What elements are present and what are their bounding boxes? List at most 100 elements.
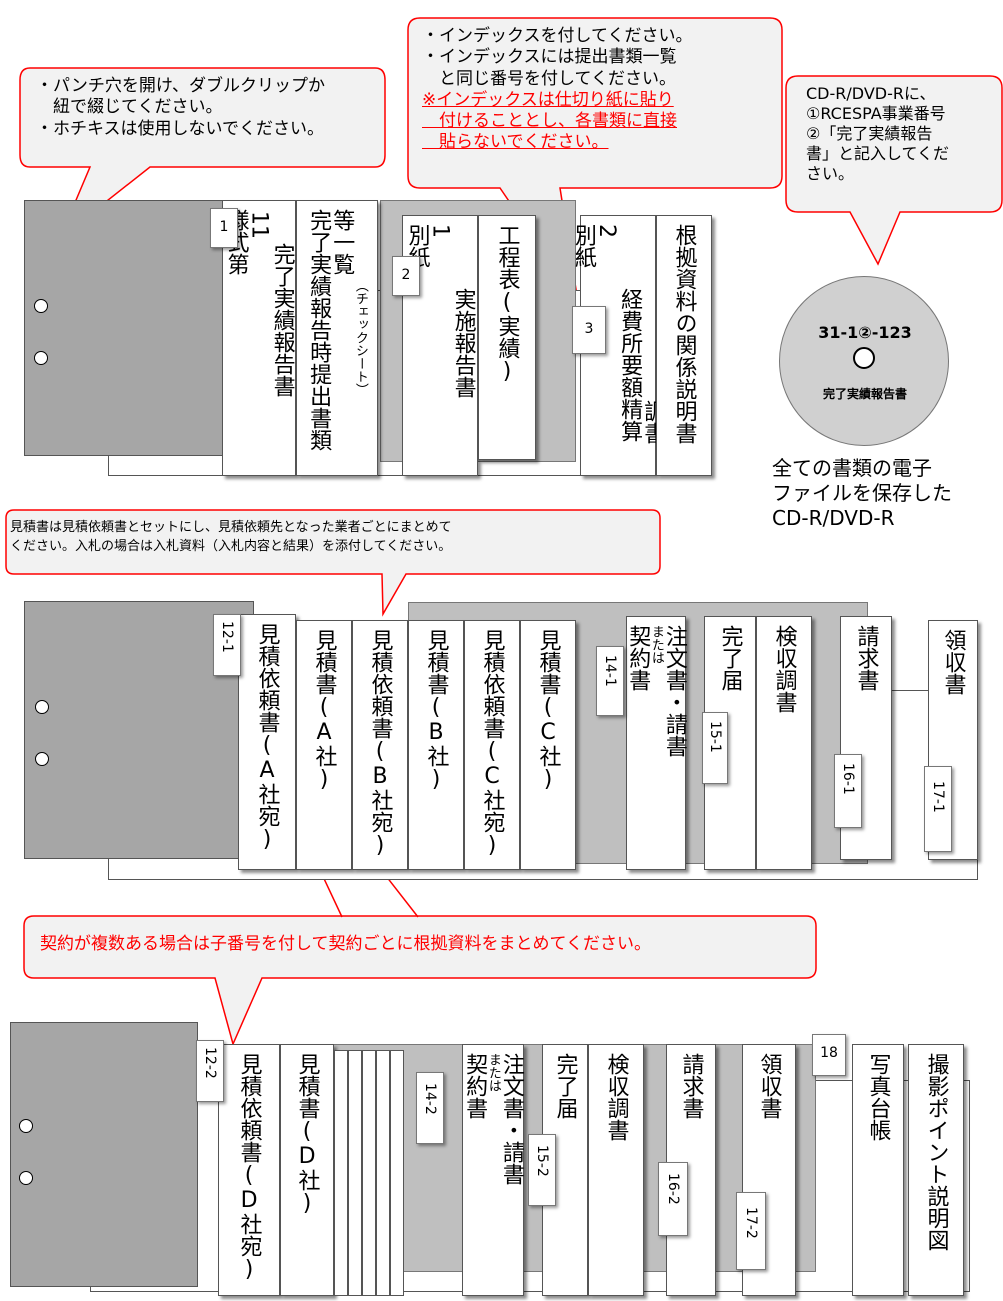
row3-filler-sheet xyxy=(362,1050,376,1296)
index-warning-1: ※インデックスは仕切り紙に貼り xyxy=(422,89,674,110)
doc-text: 実施報告書 xyxy=(450,288,476,398)
cd-callout-text: CD-R/DVD-Rに、 ①RCESPA事業番号 ②「完了実績報告 書」と記入し… xyxy=(806,84,949,184)
row2-doc-estimate-b: 見積書(B社) xyxy=(408,620,464,870)
doc-text: 注文書・請書 xyxy=(498,1053,524,1185)
cd-line-4: 書」と記入してくだ xyxy=(806,144,950,163)
index-tab-17-1: 17-1 xyxy=(924,766,952,852)
index-line-3: と同じ番号を付してください。 xyxy=(422,68,676,89)
row3-filler-sheet xyxy=(376,1050,390,1296)
cd-caption: 全ての書類の電子 ファイルを保存した CD-R/DVD-R xyxy=(772,456,952,531)
index-label: 16-1 xyxy=(840,763,857,795)
index-tab-1: 1 xyxy=(210,208,238,248)
doc-text: または xyxy=(648,625,664,664)
doc-text: 契約書 xyxy=(625,625,651,691)
doc-text: 見積書(C社) xyxy=(535,629,561,792)
cd-line-3: ②「完了実績報告 xyxy=(806,124,933,143)
index-tab-2: 2 xyxy=(392,256,420,296)
doc-text: 請求書 xyxy=(853,625,879,691)
index-line-1: ・インデックスを付してください。 xyxy=(422,26,693,46)
row3-doc-inspection: 検収調書 xyxy=(588,1044,644,1296)
cd-caption-line-3: CD-R/DVD-R xyxy=(772,506,895,530)
doc-text: または xyxy=(485,1053,501,1092)
punch-hole xyxy=(34,351,48,365)
index-label: 15-1 xyxy=(707,721,724,753)
cd-disc: 31-1②-123 完了実績報告書 xyxy=(779,276,949,446)
row1-doc-schedule: 工程表(実績) xyxy=(478,215,536,460)
index-label: 12-1 xyxy=(219,621,236,653)
index-warning-3: 貼らないでください。 xyxy=(422,132,609,153)
index-label: 14-1 xyxy=(602,655,619,687)
doc-text: 領収書 xyxy=(940,629,966,695)
row3-doc-photo-ledger: 写真台帳 xyxy=(852,1044,904,1296)
cd-line-1: CD-R/DVD-Rに、 xyxy=(806,84,936,103)
index-warning-2: 付けることとし、各書類に直接 xyxy=(422,111,677,131)
row3-doc-estimate-d: 見積書(D社) xyxy=(280,1044,334,1296)
cd-label-title: 完了実績報告書 xyxy=(822,387,907,401)
doc-text: 工程表(実績) xyxy=(494,224,520,384)
row2-doc-estimate-a: 見積書(A社) xyxy=(296,620,352,870)
doc-text: 等一覧 xyxy=(329,209,355,275)
punch-hole xyxy=(19,1171,33,1185)
index-tab-14-1: 14-1 xyxy=(596,646,624,716)
row2-doc-inspection: 検収調書 xyxy=(756,616,812,870)
cd-label-number: 31-1②-123 xyxy=(818,323,912,342)
cd-caption-line-1: 全ての書類の電子 xyxy=(772,456,932,480)
index-label: 12-2 xyxy=(202,1047,219,1079)
contract-callout-bubble xyxy=(23,915,817,1047)
index-callout-text: ・インデックスを付してください。 ・インデックスには提出書類一覧 と同じ番号を付… xyxy=(422,26,692,154)
doc-text: 経費所要額精算 xyxy=(617,288,643,442)
index-tab-14-2: 14-2 xyxy=(416,1072,444,1144)
index-label: 14-2 xyxy=(422,1083,439,1115)
doc-text: 完了実績報告書 xyxy=(269,243,295,397)
index-tab-12-2: 12-2 xyxy=(196,1040,224,1102)
punch-line-2: 紐で綴じてください。 xyxy=(36,97,223,118)
cd-line-2: ①RCESPA事業番号 xyxy=(806,104,946,123)
estimate-line-1: 見積書は見積依頼書とセットにし、見積依頼先となった業者ごとにまとめて xyxy=(10,520,452,535)
doc-text: 2 xyxy=(594,224,619,238)
doc-text: 契約書 xyxy=(462,1053,488,1119)
doc-text: 写真台帳 xyxy=(865,1053,891,1141)
row3-binder-cover xyxy=(10,1022,198,1287)
row3-filler-sheet xyxy=(390,1050,404,1296)
doc-text: 検収調書 xyxy=(771,625,797,713)
row2-doc-contract: 契約書または注文書・請書 xyxy=(625,616,687,870)
row3-filler-sheet xyxy=(334,1050,348,1296)
row1-doc-checklist: 完了実績報告時提出書類 等一覧 （チェックシート） xyxy=(296,200,378,476)
doc-text: 完了届 xyxy=(717,625,743,691)
doc-text: 様式第 xyxy=(223,209,248,475)
row1-doc-bessi1: 別紙 1 実施報告書 xyxy=(402,215,478,476)
doc-text: 見積依頼書(D社宛) xyxy=(236,1053,262,1282)
doc-text: 見積依頼書(B社宛) xyxy=(367,629,393,858)
punch-line-1: ・パンチ穴を開け、ダブルクリップか xyxy=(36,76,325,96)
row3-doc-photo-points: 撮影ポイント説明図 xyxy=(908,1044,964,1296)
index-tab-17-2: 17-2 xyxy=(736,1192,766,1270)
doc-text: 見積依頼書(C社宛) xyxy=(479,629,505,858)
index-line-2: ・インデックスには提出書類一覧 xyxy=(422,47,677,68)
doc-text: 11 xyxy=(246,211,272,239)
estimate-callout-bubble xyxy=(5,509,661,617)
row3-filler-sheet xyxy=(348,1050,362,1296)
cd-line-5: さい。 xyxy=(806,164,855,183)
doc-text: 見積依頼書(A社宛) xyxy=(254,623,280,852)
estimate-callout-text: 見積書は見積依頼書とセットにし、見積依頼先となった業者ごとにまとめて ください。… xyxy=(10,519,452,557)
index-tab-3: 3 xyxy=(572,306,606,354)
doc-text: 別紙 xyxy=(570,224,596,268)
doc-text: （チェックシート） xyxy=(352,279,368,396)
punch-hole xyxy=(35,700,49,714)
punch-hole xyxy=(34,299,48,313)
cd-center-hole xyxy=(853,347,875,369)
index-label: 16-2 xyxy=(665,1173,682,1205)
row2-doc-invoice: 請求書 xyxy=(840,616,892,860)
contract-callout-text: 契約が複数ある場合は子番号を付して契約ごとに根拠資料をまとめてください。 xyxy=(40,934,651,954)
index-tab-16-1: 16-1 xyxy=(834,754,862,828)
index-tab-15-1: 15-1 xyxy=(702,712,728,784)
row3-doc-contract: 契約書または注文書・請書 xyxy=(462,1044,524,1296)
index-tab-16-2: 16-2 xyxy=(658,1162,688,1236)
index-tab-12-1: 12-1 xyxy=(213,614,241,676)
punch-line-3: ・ホチキスは使用しないでください。 xyxy=(36,118,324,139)
doc-text: 1 xyxy=(427,224,453,238)
doc-text: 根拠資料の関係説明書 xyxy=(671,224,697,444)
doc-text: 完了実績報告時提出書類 xyxy=(306,209,332,451)
doc-text: 見積書(D社) xyxy=(294,1053,320,1216)
